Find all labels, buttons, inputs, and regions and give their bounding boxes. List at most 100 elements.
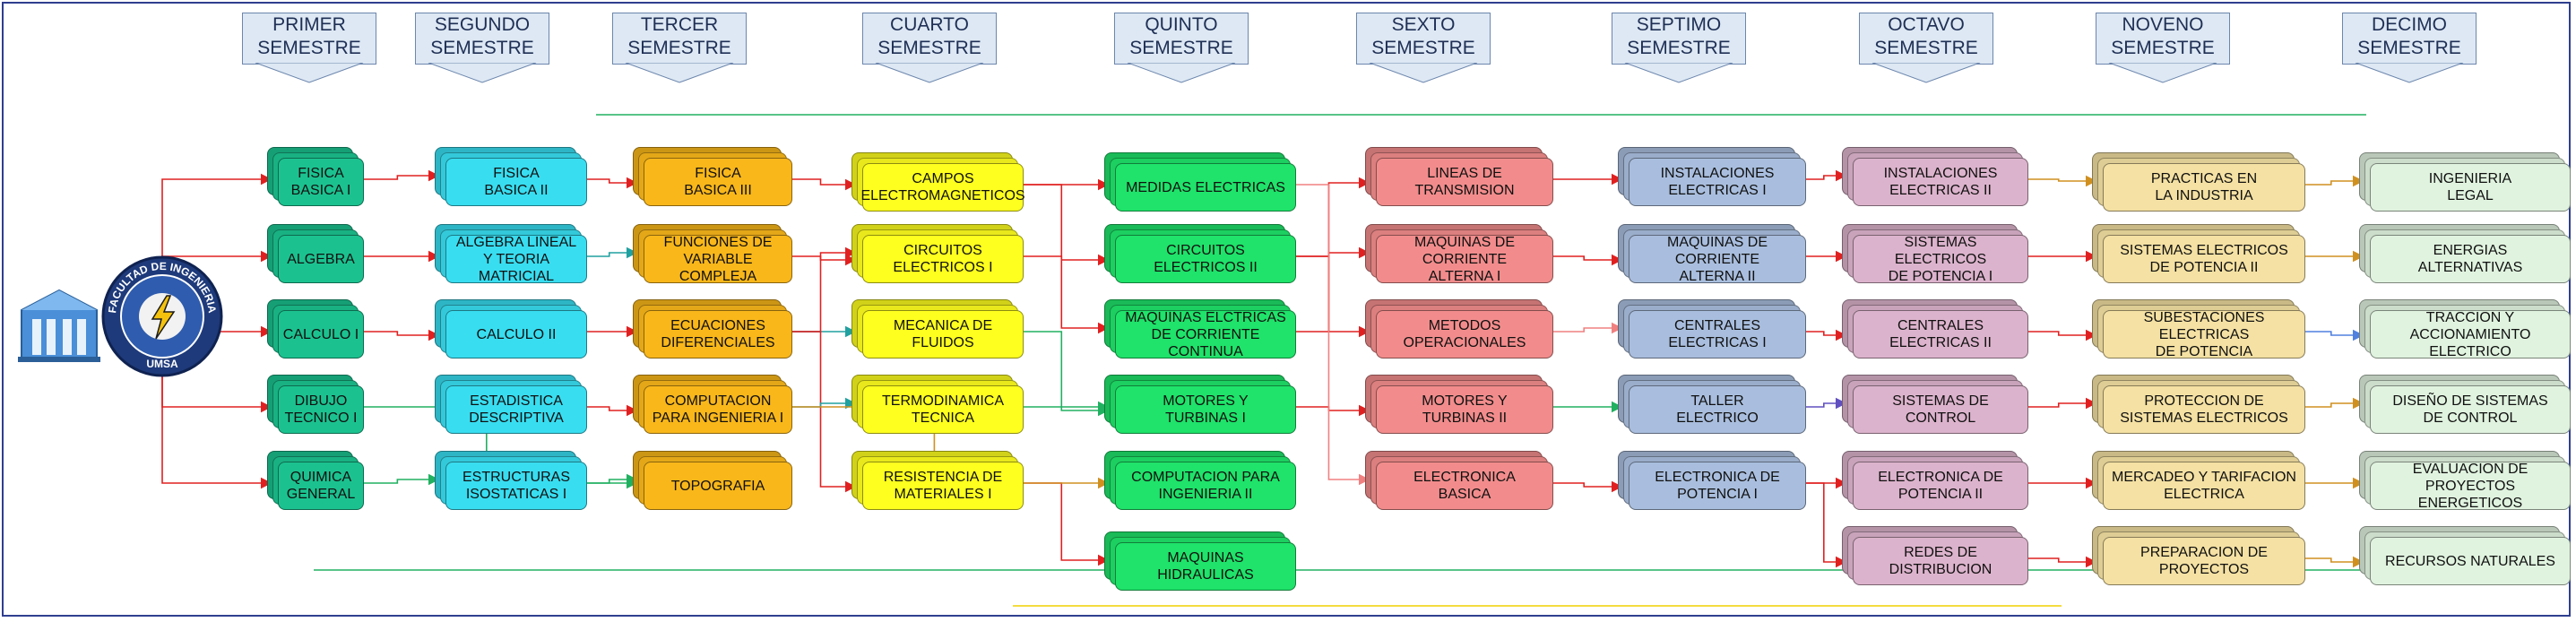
course-title-line2: TECNICO I (284, 410, 358, 426)
course-title-line1: MAQUINAS (1167, 550, 1244, 566)
course-title-line2: BASICA II (484, 183, 549, 198)
course-title-line1: SUBESTACIONES ELECTRICAS (2143, 309, 2265, 342)
course-title-line2: LEGAL (2447, 188, 2494, 203)
course-card[interactable]: MEDIDAS ELECTRICAS (1104, 152, 1296, 212)
semester-word: SEMESTRE (2357, 38, 2461, 58)
semester-word: SEMESTRE (1129, 38, 1233, 58)
prerequisite-arrow (2305, 175, 2364, 187)
course-title-line1: SISTEMAS ELECTRICOS (1894, 234, 1987, 267)
course-card[interactable]: TOPOGRAFIA (633, 451, 792, 510)
course-title-line2: ELECTROMAGNETICOS (860, 188, 1025, 203)
course-title-line2: DE CORRIENTE CONTINUA (1151, 326, 1260, 359)
course-title-line1: ESTRUCTURAS (462, 470, 570, 485)
course-title-line1: DIBUJO (294, 393, 348, 409)
prerequisite-arrow (1553, 322, 1623, 334)
course-title-line2: POTENCIA I (1677, 487, 1758, 502)
course-card[interactable]: RECURSOS NATURALES (2359, 526, 2571, 585)
course-title-line2: TURBINAS I (1165, 410, 1246, 426)
prerequisite-arrow (1296, 177, 1370, 257)
course-card[interactable]: ALGEBRA (267, 224, 364, 283)
semester-number: SEGUNDO (434, 14, 531, 35)
course-card[interactable]: CALCULO I (267, 299, 364, 359)
semester-number: PRIMER (272, 14, 346, 35)
course-title-line1: QUIMICA (290, 470, 352, 485)
semester-number: NOVENO (2122, 14, 2204, 35)
course-card[interactable]: CALCULO II (435, 299, 587, 359)
prerequisite-arrow (2028, 556, 2097, 568)
course-title-line2: BASICA (1438, 487, 1491, 502)
course-title-line1: ALGEBRA LINEAL (455, 234, 577, 250)
semester-number: TERCER (640, 14, 719, 35)
course-title-line1: CALCULO II (476, 326, 557, 342)
down-arrow-icon (625, 63, 734, 83)
course-title-line1: MEDIDAS ELECTRICAS (1126, 179, 1285, 195)
course-title-line2: ELECTRICAS I (1668, 335, 1767, 350)
course-face: CALCULO II (445, 310, 587, 359)
course-title-line1: ESTADISTICA (470, 393, 563, 409)
semester-number: SEXTO (1391, 14, 1456, 35)
